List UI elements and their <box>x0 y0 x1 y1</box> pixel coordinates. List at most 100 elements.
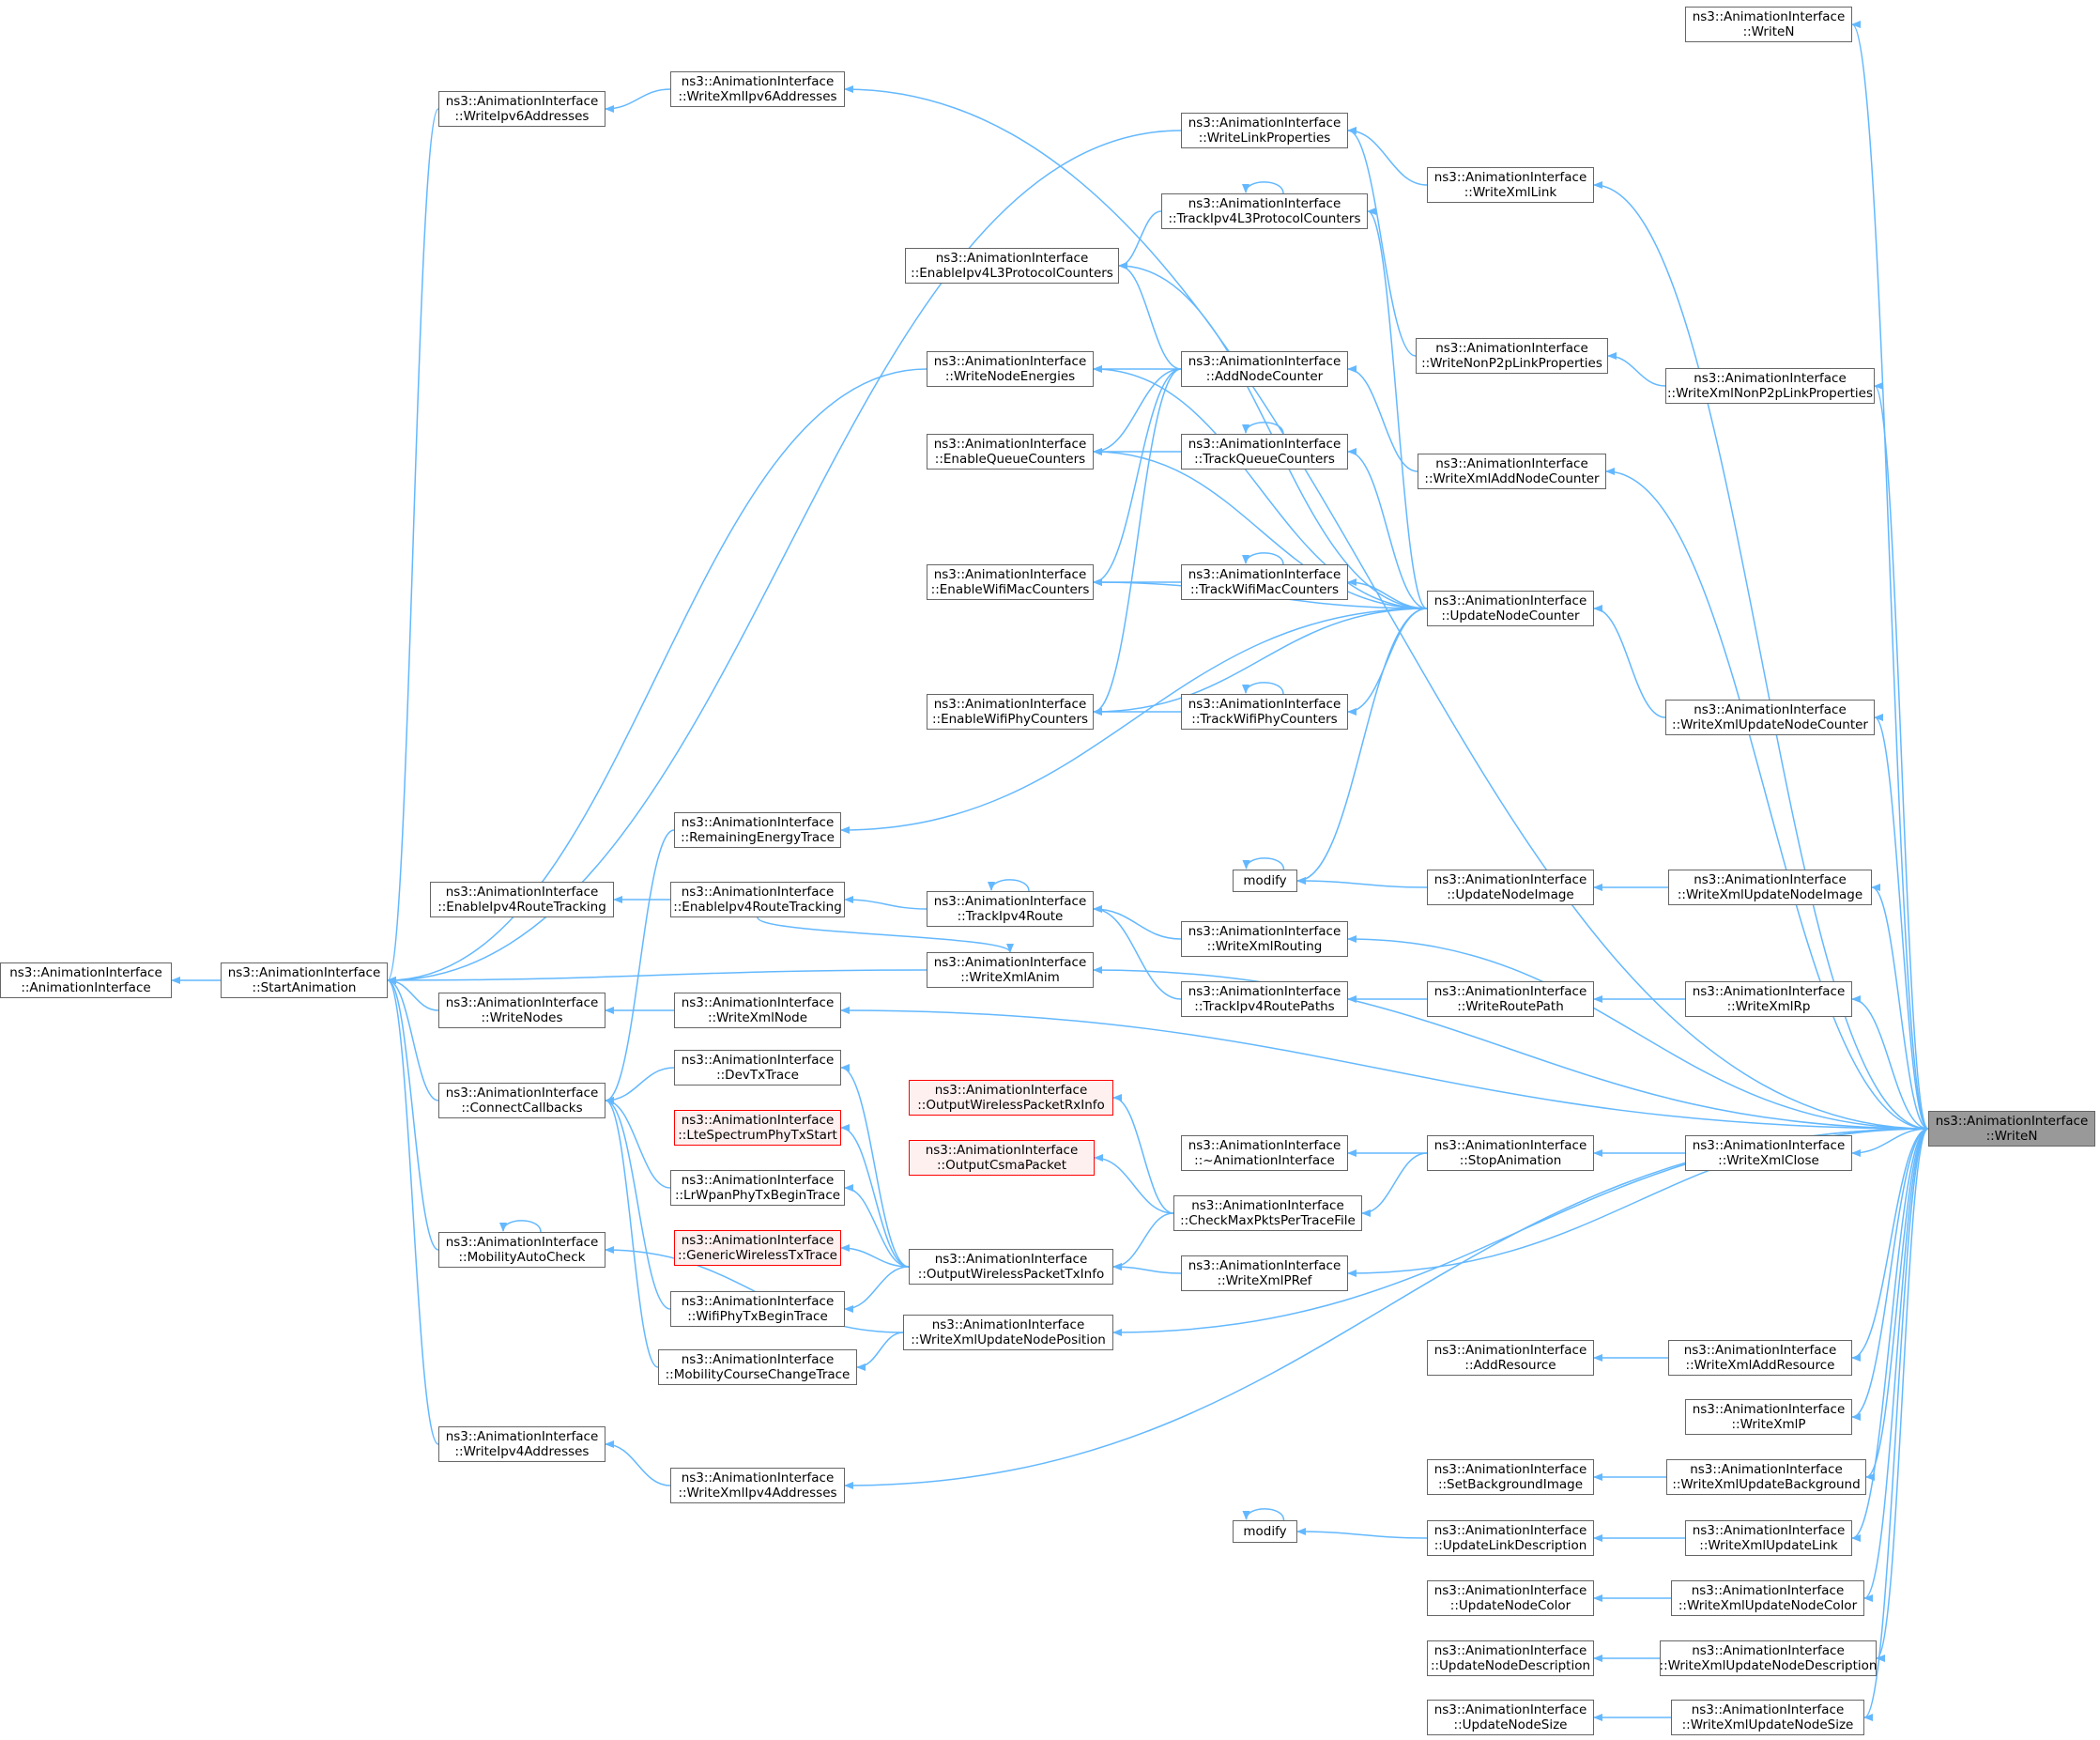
node-label-line2: ::WriteXmlLink <box>1464 185 1557 200</box>
node-writexmlipv6[interactable]: ns3::AnimationInterface::WriteXmlIpv6Add… <box>670 71 845 107</box>
node-writelinkprops[interactable]: ns3::AnimationInterface::WriteLinkProper… <box>1181 113 1348 148</box>
edge <box>1874 382 1929 1130</box>
node-trackqueue[interactable]: ns3::AnimationInterface::TrackQueueCount… <box>1181 434 1348 470</box>
node-mobilityautocheck[interactable]: ns3::AnimationInterface::MobilityAutoChe… <box>438 1232 605 1268</box>
node-label-line2: ::WriteXmlUpdateNodeSize <box>1681 1717 1854 1732</box>
node-enableipv4rt_left[interactable]: ns3::AnimationInterface::EnableIpv4Route… <box>430 882 614 917</box>
node-label-line2: ::WriteXmlRouting <box>1206 939 1323 954</box>
node-writexmllink[interactable]: ns3::AnimationInterface::WriteXmlLink <box>1427 167 1594 203</box>
node-updatenodeimage[interactable]: ns3::AnimationInterface::UpdateNodeImage <box>1427 870 1594 905</box>
edge <box>1093 608 1428 716</box>
node-mobilitycourse[interactable]: ns3::AnimationInterface::MobilityCourseC… <box>658 1349 857 1385</box>
node-label-line1: ns3::AnimationInterface <box>1935 1114 2089 1129</box>
node-writexmlupdatenodedesc[interactable]: ns3::AnimationInterface::WriteXmlUpdateN… <box>1660 1640 1877 1676</box>
edge <box>757 916 1014 953</box>
node-writexmlnonp2p[interactable]: ns3::AnimationInterface::WriteXmlNonP2pL… <box>1665 368 1875 404</box>
node-writexmlclose[interactable]: ns3::AnimationInterface::WriteXmlClose <box>1685 1135 1852 1171</box>
node-outputwirelessrx[interactable]: ns3::AnimationInterface::OutputWirelessP… <box>909 1080 1113 1116</box>
edge <box>605 829 675 1104</box>
node-label-line2: ::EnableIpv4RouteTracking <box>673 900 842 915</box>
node-setbackground[interactable]: ns3::AnimationInterface::SetBackgroundIm… <box>1427 1459 1594 1495</box>
node-label-line2: ::UpdateNodeSize <box>1453 1717 1568 1732</box>
node-enablequeue[interactable]: ns3::AnimationInterface::EnableQueueCoun… <box>927 434 1094 470</box>
node-writexmladdnodecounter[interactable]: ns3::AnimationInterface::WriteXmlAddNode… <box>1418 454 1606 489</box>
edge <box>1296 608 1428 885</box>
node-trackwifimac[interactable]: ns3::AnimationInterface::TrackWifiMacCou… <box>1181 564 1348 600</box>
node-trackwifiphy[interactable]: ns3::AnimationInterface::TrackWifiPhyCou… <box>1181 694 1348 730</box>
node-dtor[interactable]: ns3::AnimationInterface::~AnimationInter… <box>1181 1135 1348 1171</box>
node-lrwpan[interactable]: ns3::AnimationInterface::LrWpanPhyTxBegi… <box>670 1170 845 1206</box>
node-writexmlupdatenodecounter[interactable]: ns3::AnimationInterface::WriteXmlUpdateN… <box>1665 700 1875 735</box>
node-label-line1: ns3::AnimationInterface <box>933 354 1087 369</box>
edge <box>1347 365 1418 472</box>
node-label-line1: ns3::AnimationInterface <box>1691 1702 1845 1717</box>
node-enableipv4l3[interactable]: ns3::AnimationInterface::EnableIpv4L3Pro… <box>905 248 1119 284</box>
node-writexmlupdatenodeposition[interactable]: ns3::AnimationInterface::WriteXmlUpdateN… <box>903 1315 1113 1350</box>
node-writen_top[interactable]: ns3::AnimationInterface::WriteN <box>1685 7 1852 42</box>
edge <box>1593 181 1929 1130</box>
node-updatenodesize[interactable]: ns3::AnimationInterface::UpdateNodeSize <box>1427 1700 1594 1735</box>
edge <box>1367 208 1428 609</box>
node-updatenodedesc[interactable]: ns3::AnimationInterface::UpdateNodeDescr… <box>1427 1640 1594 1676</box>
node-ctor[interactable]: ns3::AnimationInterface::AnimationInterf… <box>0 962 172 998</box>
node-enableipv4rt[interactable]: ns3::AnimationInterface::EnableIpv4Route… <box>670 882 845 917</box>
node-writexmlp[interactable]: ns3::AnimationInterface::WriteXmlP <box>1685 1399 1852 1435</box>
node-label-line1: ns3::AnimationInterface <box>1692 9 1846 24</box>
node-writexmlupdatebackground[interactable]: ns3::AnimationInterface::WriteXmlUpdateB… <box>1666 1459 1866 1495</box>
edge <box>1347 578 1428 609</box>
node-addresource[interactable]: ns3::AnimationInterface::AddResource <box>1427 1340 1594 1376</box>
node-genericwireless[interactable]: ns3::AnimationInterface::GenericWireless… <box>674 1230 841 1266</box>
node-addnodecounter[interactable]: ns3::AnimationInterface::AddNodeCounter <box>1181 351 1348 387</box>
node-enablewifimac[interactable]: ns3::AnimationInterface::EnableWifiMacCo… <box>927 564 1094 600</box>
node-outputcsma[interactable]: ns3::AnimationInterface::OutputCsmaPacke… <box>909 1140 1095 1176</box>
node-connectcallbacks[interactable]: ns3::AnimationInterface::ConnectCallback… <box>438 1083 605 1118</box>
node-outputwirelesstx[interactable]: ns3::AnimationInterface::OutputWirelessP… <box>909 1249 1113 1285</box>
node-trackipv4routepaths[interactable]: ns3::AnimationInterface::TrackIpv4RouteP… <box>1181 981 1348 1017</box>
node-updatenodecolor[interactable]: ns3::AnimationInterface::UpdateNodeColor <box>1427 1580 1594 1616</box>
node-wifiphytx[interactable]: ns3::AnimationInterface::WifiPhyTxBeginT… <box>670 1291 845 1327</box>
node-writexmlanim[interactable]: ns3::AnimationInterface::WriteXmlAnim <box>927 952 1094 988</box>
node-stopanimation[interactable]: ns3::AnimationInterface::StopAnimation <box>1427 1135 1594 1171</box>
node-label-line2: ::OutputWirelessPacketRxInfo <box>917 1098 1105 1113</box>
node-updatenodecounter[interactable]: ns3::AnimationInterface::UpdateNodeCount… <box>1427 591 1594 626</box>
node-label-line1: ns3::AnimationInterface <box>1694 371 1847 386</box>
node-writexmlupdatenodesize[interactable]: ns3::AnimationInterface::WriteXmlUpdateN… <box>1671 1700 1864 1735</box>
edge <box>1093 905 1182 1000</box>
node-updatelinkdesc[interactable]: ns3::AnimationInterface::UpdateLinkDescr… <box>1427 1520 1594 1556</box>
node-label-line2: ::TrackQueueCounters <box>1194 452 1335 467</box>
node-writeipv4[interactable]: ns3::AnimationInterface::WriteIpv4Addres… <box>438 1426 605 1462</box>
node-writeroutepath[interactable]: ns3::AnimationInterface::WriteRoutePath <box>1427 981 1594 1017</box>
node-startanimation[interactable]: ns3::AnimationInterface::StartAnimation <box>221 962 388 998</box>
node-trackipv4route[interactable]: ns3::AnimationInterface::TrackIpv4Route <box>927 891 1094 927</box>
node-writenonp2p[interactable]: ns3::AnimationInterface::WriteNonP2pLink… <box>1416 338 1608 374</box>
node-label-line1: ns3::AnimationInterface <box>1188 924 1341 939</box>
node-writexmlupdatelink[interactable]: ns3::AnimationInterface::WriteXmlUpdateL… <box>1685 1520 1852 1556</box>
edge <box>387 130 1182 984</box>
node-writexmlrp[interactable]: ns3::AnimationInterface::WriteXmlRp <box>1685 981 1852 1017</box>
edge <box>844 896 927 910</box>
node-enablewifiphy[interactable]: ns3::AnimationInterface::EnableWifiPhyCo… <box>927 694 1094 730</box>
node-modify2[interactable]: modify <box>1233 1520 1297 1543</box>
node-trackipv4l3[interactable]: ns3::AnimationInterface::TrackIpv4L3Prot… <box>1161 193 1368 229</box>
node-checkmaxpkts[interactable]: ns3::AnimationInterface::CheckMaxPktsPer… <box>1173 1195 1362 1231</box>
node-label-line1: ns3::AnimationInterface <box>934 1083 1088 1098</box>
node-writexmlupdatenodecolor[interactable]: ns3::AnimationInterface::WriteXmlUpdateN… <box>1671 1580 1864 1616</box>
node-modify1[interactable]: modify <box>1233 870 1297 892</box>
node-writeipv6[interactable]: ns3::AnimationInterface::WriteIpv6Addres… <box>438 91 605 127</box>
node-ltespectrum[interactable]: ns3::AnimationInterface::LteSpectrumPhyT… <box>674 1110 841 1146</box>
node-writexmladdresource[interactable]: ns3::AnimationInterface::WriteXmlAddReso… <box>1668 1340 1852 1376</box>
node-writenodes[interactable]: ns3::AnimationInterface::WriteNodes <box>438 993 605 1028</box>
node-writexmlrouting[interactable]: ns3::AnimationInterface::WriteXmlRouting <box>1181 921 1348 957</box>
node-writen_main[interactable]: ns3::AnimationInterface::WriteN <box>1928 1111 2095 1147</box>
node-label-line1: ns3::AnimationInterface <box>934 1252 1088 1267</box>
node-remainingenergy[interactable]: ns3::AnimationInterface::RemainingEnergy… <box>674 812 841 848</box>
node-writexmlipv4[interactable]: ns3::AnimationInterface::WriteXmlIpv4Add… <box>670 1468 845 1503</box>
node-writexmlupdatenodeimage[interactable]: ns3::AnimationInterface::WriteXmlUpdateN… <box>1668 870 1872 905</box>
node-devtxtrace[interactable]: ns3::AnimationInterface::DevTxTrace <box>674 1050 841 1086</box>
node-label-line1: ns3::AnimationInterface <box>1433 1523 1587 1538</box>
node-label-line2: ::WriteXmlUpdateNodeCounter <box>1672 717 1868 732</box>
node-writenodeenergies[interactable]: ns3::AnimationInterface::WriteNodeEnergi… <box>927 351 1094 387</box>
node-writexmlpref[interactable]: ns3::AnimationInterface::WriteXmlPRef <box>1181 1255 1348 1291</box>
node-writexmlnode[interactable]: ns3::AnimationInterface::WriteXmlNode <box>674 993 841 1028</box>
